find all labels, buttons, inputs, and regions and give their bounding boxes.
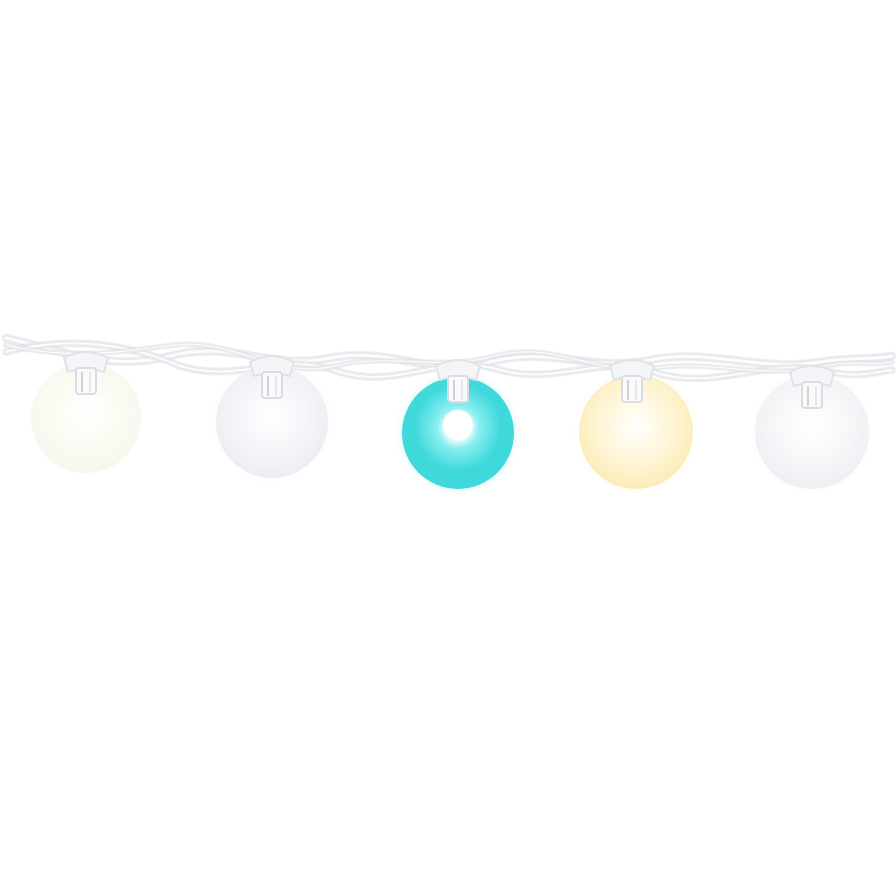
- bulb-light-core: [443, 410, 473, 440]
- bulb-2: [206, 355, 338, 488]
- bulb-socket: [75, 367, 97, 395]
- bulb-1: [21, 351, 151, 483]
- bulb-5: [745, 365, 879, 499]
- bulb-socket: [261, 371, 283, 399]
- light-bulbs: [21, 351, 879, 499]
- bulb-globe: [579, 375, 693, 489]
- bulb-socket: [801, 381, 823, 409]
- bulb-3: [392, 359, 524, 499]
- bulb-globe: [31, 363, 141, 473]
- bulb-globe: [216, 366, 328, 478]
- bulb-4: [569, 359, 703, 499]
- bulb-globe: [755, 375, 869, 489]
- bulb-socket: [621, 375, 643, 403]
- bulb-socket: [447, 375, 469, 403]
